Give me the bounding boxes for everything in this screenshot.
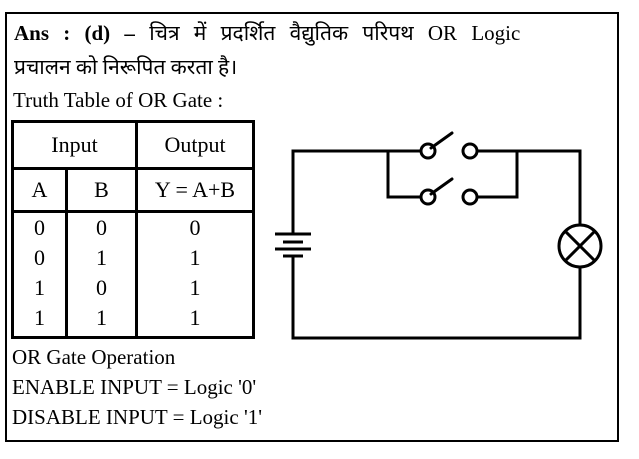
circuit-diagram xyxy=(275,131,603,340)
circuit-wires xyxy=(291,149,582,340)
truth-table-title: Truth Table of OR Gate : xyxy=(13,88,224,112)
lamp-cross xyxy=(564,230,596,262)
battery-symbol xyxy=(275,232,311,258)
truth-table: Input Output A B Y = A+B 0 0 1 1 0 1 0 1… xyxy=(11,120,255,339)
truth-table-header-row: Input Output xyxy=(11,120,255,170)
truth-table-col-y-header: Y = A+B xyxy=(135,167,255,213)
cell-value: 1 xyxy=(189,245,201,270)
wire-top-left xyxy=(291,149,421,234)
cell-value: 1 xyxy=(34,275,45,300)
truth-table-col-a-header: A xyxy=(11,167,68,213)
wire-branch-left xyxy=(386,151,421,199)
wire-top-right xyxy=(477,149,582,225)
enable-input-label: ENABLE INPUT = Logic '0' xyxy=(12,375,257,399)
cell-value: 0 xyxy=(34,245,45,270)
truth-table-col-b-header: B xyxy=(65,167,138,213)
lamp-icon xyxy=(557,223,603,269)
switch-a-open-icon xyxy=(419,131,479,160)
answer-line-2: प्रचालन को निरूपित करता है। xyxy=(14,55,238,79)
or-gate-operation-label: OR Gate Operation xyxy=(12,345,176,369)
truth-table-col-y-values: 0 1 1 1 xyxy=(135,210,255,339)
truth-table-col-b-values: 0 1 0 1 xyxy=(65,210,138,339)
cell-value: 0 xyxy=(34,215,45,240)
switch-b-open-icon xyxy=(419,177,479,206)
truth-table-data-row: 0 0 1 1 0 1 0 1 0 1 1 1 xyxy=(11,210,255,339)
truth-table-header-output: Output xyxy=(135,120,255,170)
cell-value: 1 xyxy=(189,275,201,300)
disable-input-label: DISABLE INPUT = Logic '1' xyxy=(12,405,263,429)
switch-terminal xyxy=(461,142,479,160)
answer-paragraph: Ans : (d) – चित्र में प्रदर्शित वैद्युति… xyxy=(14,16,614,84)
cell-value: 1 xyxy=(189,305,201,330)
wire-bottom-loop xyxy=(291,256,582,340)
cell-value: 0 xyxy=(96,275,107,300)
cell-value: 1 xyxy=(96,305,107,330)
truth-table-subheader-row: A B Y = A+B xyxy=(11,167,255,213)
switch-terminal xyxy=(461,188,479,206)
truth-table-header-input: Input xyxy=(11,120,138,170)
switch-lever xyxy=(429,177,454,196)
page-border xyxy=(5,12,619,442)
cell-value: 0 xyxy=(96,215,107,240)
answer-line1-text: चित्र में प्रदर्शित वैद्युतिक परिपथ OR L… xyxy=(149,21,521,45)
truth-table-col-a-values: 0 0 1 1 xyxy=(11,210,68,339)
answer-line-1: Ans : (d) – चित्र में प्रदर्शित वैद्युति… xyxy=(14,16,614,50)
switch-lever xyxy=(429,131,454,150)
cell-value: 1 xyxy=(34,305,45,330)
answer-label: Ans : (d) – xyxy=(14,21,135,45)
cell-value: 1 xyxy=(96,245,107,270)
wire-branch-right xyxy=(477,151,519,199)
cell-value: 0 xyxy=(189,215,201,240)
